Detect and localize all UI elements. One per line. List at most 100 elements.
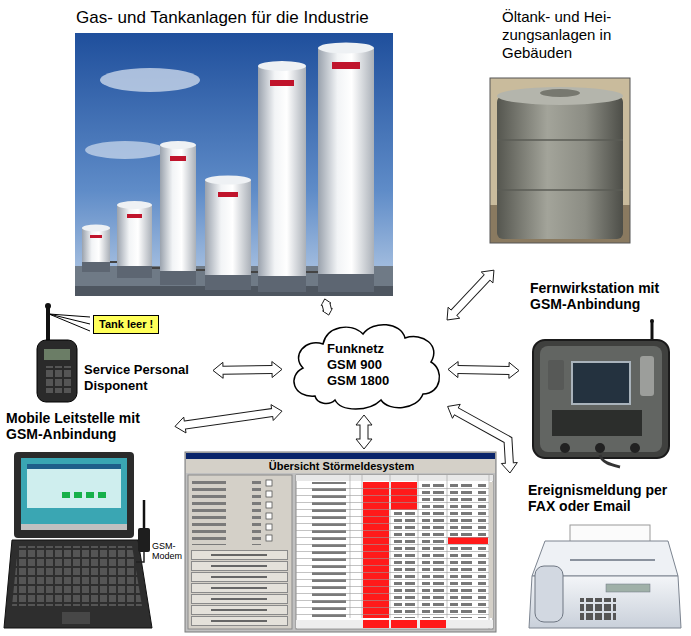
double-arrow <box>175 405 282 433</box>
alarm-overview-screenshot <box>185 452 496 632</box>
fax-machine-icon <box>570 559 655 561</box>
double-arrow <box>448 362 519 379</box>
alarm-overview-screenshot <box>489 482 493 618</box>
alarm-overview-screenshot <box>188 475 292 629</box>
alarm-overview-screenshot <box>185 452 496 632</box>
alarm-overview-screenshot <box>296 482 493 618</box>
alarm-overview-screenshot <box>296 620 493 628</box>
arrow-shaft-fill <box>221 366 273 374</box>
industrial-tanks-photo <box>318 274 374 292</box>
mobile-control-panel: Mobile Leitstelle mit GSM-Anbindung <box>3 410 172 632</box>
laptop-icon <box>14 452 134 538</box>
industrial-tanks-photo <box>82 228 110 272</box>
fax-machine-icon <box>606 584 650 592</box>
node-text: Funknetz GSM 900 GSM 1800 <box>327 341 399 389</box>
laptop-icon <box>27 464 121 469</box>
node-text: Service Personal Disponent <box>84 362 204 394</box>
mobile-phone-icon <box>45 366 71 393</box>
industrial-tanks-photo <box>117 205 152 278</box>
industrial-tanks-photo <box>75 33 393 296</box>
industrial-tanks-photo <box>85 141 165 159</box>
fax-machine-icon <box>535 566 563 622</box>
node-text: Tank leer ! <box>99 317 153 332</box>
oil-tank-photo <box>490 78 630 243</box>
radio-network-cloud: Funknetz GSM 900 GSM 1800 <box>285 318 445 412</box>
industrial-tanks-photo <box>258 61 306 71</box>
double-arrow <box>448 404 518 473</box>
telecontrol-station-photo <box>630 443 640 453</box>
alert-callout: Tank leer ! <box>93 315 159 334</box>
oil-tank-photo <box>497 140 623 190</box>
industrial-tanks-photo <box>258 66 306 292</box>
node-text: Öltank- und Hei- zungsanlagen in Gebäude… <box>502 8 630 62</box>
double-arrow <box>321 299 332 315</box>
industrial-tanks-photo <box>100 68 200 92</box>
double-arrow <box>356 415 372 449</box>
laptop-icon <box>98 492 106 498</box>
mobile-phone-icon <box>37 340 77 402</box>
alarm-overview-screenshot <box>191 550 288 627</box>
telecontrol-station-photo <box>640 356 654 396</box>
industrial-tanks-photo <box>82 262 110 272</box>
industrial-tanks-photo <box>82 225 110 232</box>
cloud-path <box>294 325 439 409</box>
oil-tank-photo <box>497 96 623 239</box>
node-text: Ereignismeldung per FAX oder Email <box>528 482 678 514</box>
tank-farm-panel: Gas- und Tankanlagen für die Industrie <box>73 8 395 296</box>
oil-tank-photo <box>490 78 630 243</box>
arrow-shaft-fill <box>453 276 488 313</box>
industrial-tanks-photo <box>117 201 152 209</box>
telecontrol-station-photo <box>572 362 630 404</box>
fax-machine-icon <box>580 598 616 620</box>
node-text: Mobile Leitstelle mit GSM-Anbindung <box>6 410 156 442</box>
industrial-tanks-photo <box>205 176 251 185</box>
industrial-tanks-photo <box>90 235 102 238</box>
arrow-shaft-fill <box>361 424 368 441</box>
laptop-icon <box>138 528 150 552</box>
telecontrol-station-photo <box>650 319 654 323</box>
industrial-tanks-photo <box>160 145 196 285</box>
alarm-overview-screenshot <box>420 620 446 628</box>
telecontrol-station-photo <box>552 410 642 436</box>
industrial-tanks-photo <box>160 271 196 285</box>
laptop-icon <box>74 492 82 498</box>
industrial-tanks-photo <box>270 80 294 86</box>
industrial-tanks-photo <box>218 192 238 197</box>
alarm-overview-screenshot <box>296 475 493 481</box>
alarm-overview-screenshot <box>186 453 495 459</box>
alarm-overview-screenshot <box>350 475 489 629</box>
laptop-icon <box>21 524 127 530</box>
mobile-phone-icon <box>37 303 90 402</box>
arrow-shaft-fill <box>183 412 273 425</box>
industrial-tanks-photo <box>117 266 152 278</box>
mobile-phone-icon <box>45 303 51 309</box>
part-label: GSM-Modem <box>152 541 183 561</box>
laptop-icon <box>62 612 90 624</box>
industrial-tanks-photo <box>170 156 186 161</box>
laptop-icon <box>27 464 121 508</box>
laptop-icon <box>12 546 142 606</box>
oil-tank-photo <box>497 87 623 105</box>
arrow-shaft-fill <box>456 366 510 374</box>
fax-machine-icon <box>529 525 681 628</box>
oil-tank-photo <box>540 89 580 97</box>
fax-email-panel: Ereignismeldung per FAX oder Email <box>500 476 687 633</box>
node-text: Übersicht Störmeldesystem <box>185 460 498 473</box>
alarm-overview-screenshot <box>391 620 417 628</box>
node-text: Gas- und Tankanlagen für die Industrie <box>76 8 392 28</box>
telecontrol-station-photo <box>540 346 662 452</box>
laptop-icon <box>4 540 152 628</box>
alarm-overview-window: Übersicht Störmeldesystem <box>185 452 498 632</box>
telecontrol-station-photo <box>533 319 669 467</box>
double-arrow <box>447 270 494 320</box>
telecontrol-station-photo <box>595 443 605 453</box>
telecontrol-station-photo <box>548 360 564 390</box>
laptop-icon <box>21 458 127 530</box>
telecontrol-station-photo <box>560 443 570 453</box>
oil-tank-photo <box>490 78 630 243</box>
industrial-tanks-photo <box>127 214 142 218</box>
alarm-overview-screenshot <box>191 479 261 545</box>
alarm-overview-screenshot <box>363 620 389 628</box>
industrial-tanks-photo <box>75 33 393 296</box>
industrial-tanks-photo <box>258 276 306 292</box>
